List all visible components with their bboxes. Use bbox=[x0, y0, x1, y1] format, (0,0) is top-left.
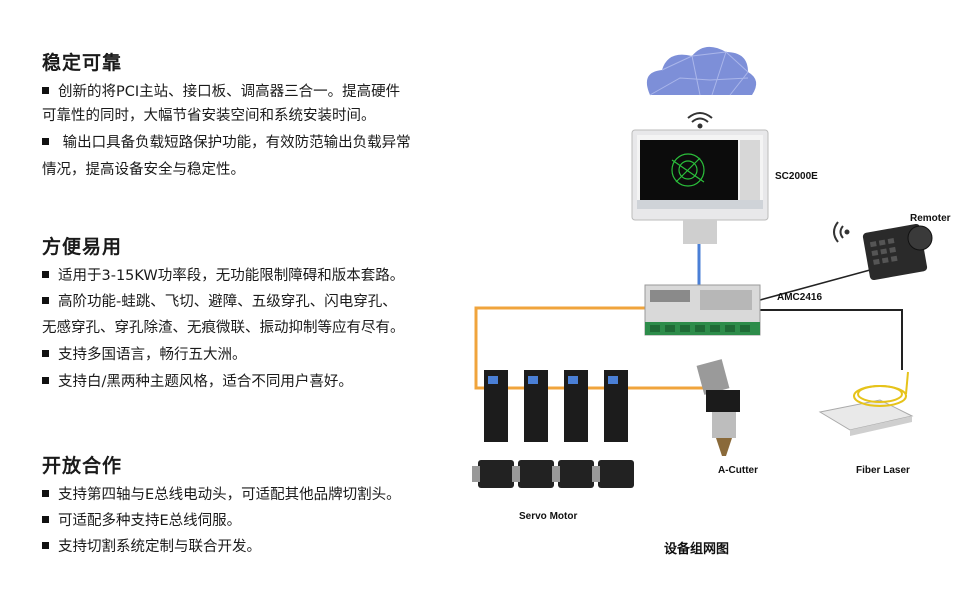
feature-line: 无感穿孔、穿孔除渣、无痕微联、振动抑制等应有尽有。 bbox=[42, 320, 405, 336]
cloud-icon bbox=[646, 46, 757, 96]
bullet-icon bbox=[42, 271, 49, 278]
controller-board bbox=[644, 284, 761, 336]
remoter-device bbox=[862, 223, 933, 281]
feature-line: 支持白/黑两种主题风格，适合不同用户喜好。 bbox=[42, 372, 353, 392]
wifi-icon bbox=[833, 221, 850, 243]
servo-drive bbox=[592, 370, 634, 488]
bullet-icon bbox=[42, 377, 49, 384]
fiber-laser bbox=[818, 371, 914, 436]
feature-line: 可适配多种支持E总线伺服。 bbox=[42, 511, 241, 531]
wifi-icon bbox=[687, 112, 713, 129]
section-title-stable: 稳定可靠 bbox=[42, 52, 123, 74]
black-cable bbox=[760, 309, 903, 370]
servo-drive bbox=[512, 370, 554, 488]
section-title-easy: 方便易用 bbox=[42, 236, 123, 258]
cutter-label: A-Cutter bbox=[718, 465, 758, 476]
feature-line: 支持切割系统定制与联合开发。 bbox=[42, 537, 261, 557]
bullet-icon bbox=[42, 138, 49, 145]
servo-drive bbox=[552, 370, 594, 488]
bullet-icon bbox=[42, 516, 49, 523]
feature-line: 适用于3-15KW功率段，无功能限制障碍和版本套路。 bbox=[42, 266, 404, 286]
bullet-icon bbox=[42, 490, 49, 497]
black-cable bbox=[759, 269, 871, 301]
section-title-open: 开放合作 bbox=[42, 455, 123, 477]
servo-drive bbox=[472, 370, 514, 488]
feature-line: 可靠性的同时，大幅节省安装空间和系统安装时间。 bbox=[42, 108, 376, 124]
feature-line: 创新的将PCI主站、接口板、调高器三合一。提高硬件 bbox=[42, 82, 400, 102]
servo-label: Servo Motor bbox=[519, 511, 578, 522]
feature-line: 支持第四轴与E总线电动头，可适配其他品牌切割头。 bbox=[42, 485, 401, 505]
cutter-head bbox=[696, 359, 740, 456]
bullet-icon bbox=[42, 87, 49, 94]
bullet-icon bbox=[42, 297, 49, 304]
feature-line: 支持多国语言，畅行五大洲。 bbox=[42, 345, 247, 365]
diagram-caption: 设备组网图 bbox=[664, 542, 730, 557]
bullet-icon bbox=[42, 542, 49, 549]
bullet-icon bbox=[42, 350, 49, 357]
monitor-label: SC2000E bbox=[775, 171, 818, 182]
monitor-device bbox=[631, 129, 769, 244]
laser-label: Fiber Laser bbox=[856, 465, 910, 476]
controller-label: AMC2416 bbox=[777, 292, 823, 303]
feature-line: 高阶功能-蛙跳、飞切、避障、五级穿孔、闪电穿孔、 bbox=[42, 292, 397, 312]
feature-line: 情况，提高设备安全与稳定性。 bbox=[42, 162, 245, 178]
feature-line: 输出口具备负载短路保护功能，有效防范输出负载异常 bbox=[42, 133, 411, 153]
remoter-label: Remoter bbox=[910, 213, 951, 224]
